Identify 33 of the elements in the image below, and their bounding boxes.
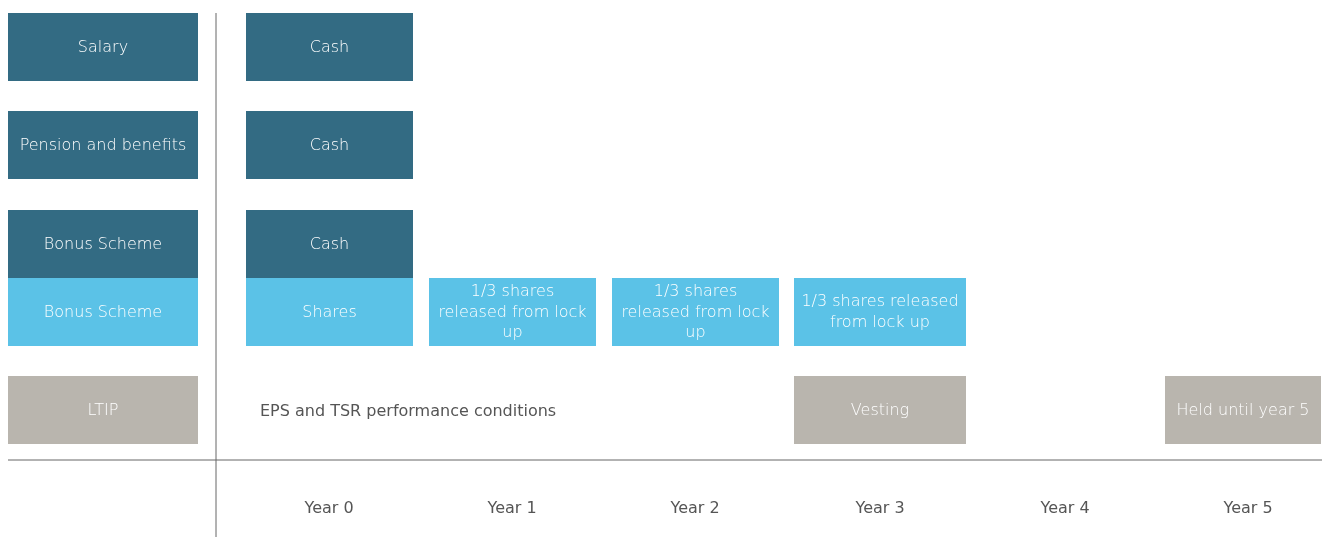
box-label: Salary [77, 36, 129, 58]
process-box [246, 13, 413, 81]
box-label: Bonus Scheme [43, 301, 163, 323]
box-label: 1/3 shares released from lock up [620, 280, 771, 344]
process-box [8, 210, 198, 278]
axis-label: Year 5 [1223, 498, 1273, 517]
box-label: Pension and benefits [19, 134, 187, 156]
process-box [8, 278, 198, 346]
axis-label: Year 2 [670, 498, 720, 517]
box-label: Cash [309, 233, 350, 255]
axis-label: Year 1 [487, 498, 537, 517]
axis-label: Year 3 [855, 498, 905, 517]
box-label: LTIP [87, 399, 119, 421]
process-box [8, 111, 198, 179]
box-label: Cash [309, 36, 350, 58]
axis-label: Year 4 [1040, 498, 1090, 517]
box-label: Shares [302, 301, 357, 323]
condition-note: EPS and TSR performance conditions [260, 401, 557, 420]
process-box [246, 111, 413, 179]
box-label: Bonus Scheme [43, 233, 163, 255]
process-box [8, 376, 198, 444]
process-box [246, 278, 413, 346]
process-box [794, 278, 966, 346]
process-box [8, 13, 198, 81]
axis-label: Year 0 [304, 498, 354, 517]
box-label: Vesting [850, 399, 910, 421]
box-label: Cash [309, 134, 350, 156]
box-label: Held until year 5 [1176, 399, 1310, 421]
box-label: 1/3 shares released from lock up [800, 291, 960, 333]
process-box [1165, 376, 1321, 444]
process-box [794, 376, 966, 444]
box-label: 1/3 shares released from lock up [437, 280, 588, 344]
process-box [246, 210, 413, 278]
